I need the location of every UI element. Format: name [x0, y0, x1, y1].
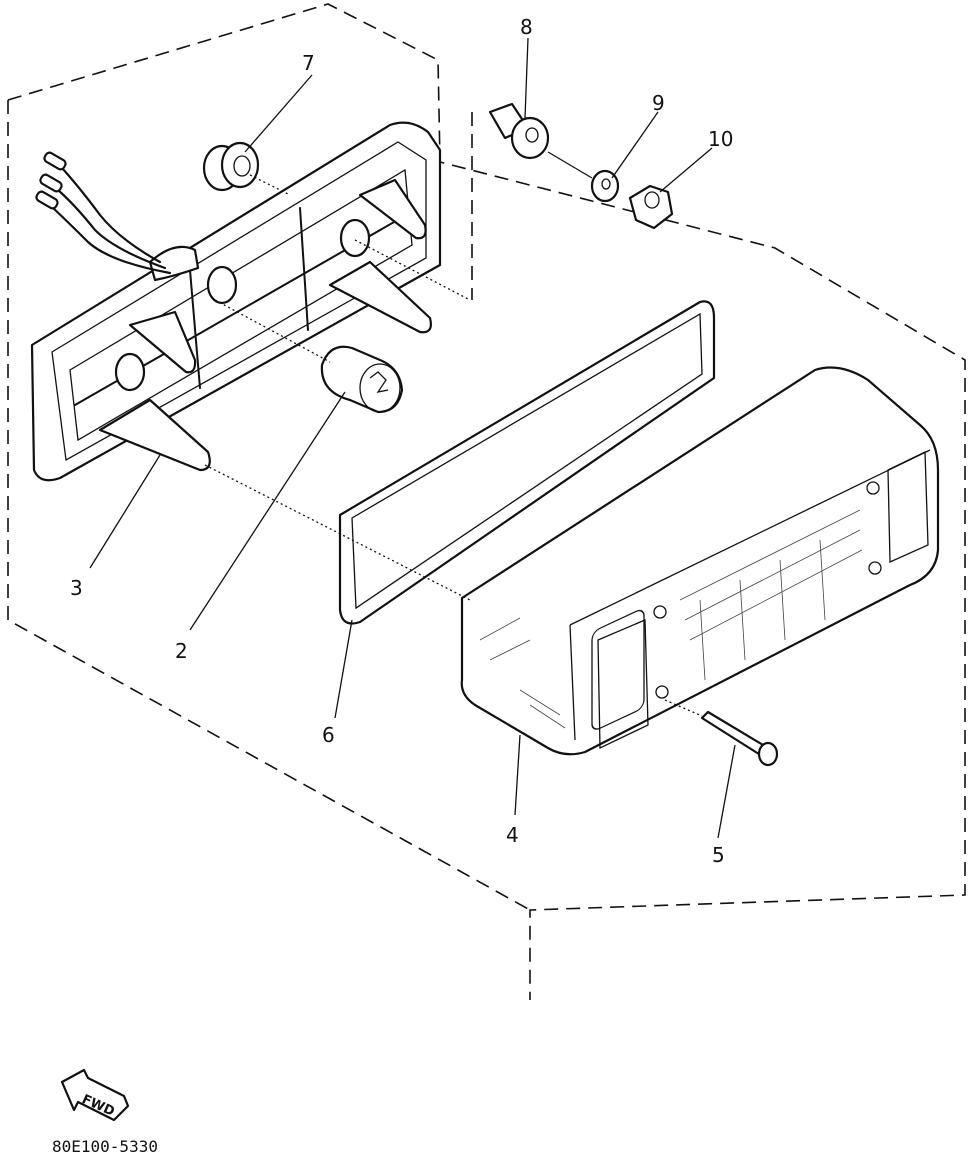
callout-8: 8	[520, 15, 533, 39]
callout-9: 9	[652, 91, 665, 115]
callout-4: 4	[506, 823, 519, 847]
lens-part	[460, 366, 940, 756]
callout-5: 5	[712, 843, 725, 867]
collar-part	[488, 102, 593, 179]
callout-10: 10	[708, 127, 733, 151]
diagram-code: 80E100-5330	[52, 1137, 158, 1156]
callout-7: 7	[302, 51, 315, 75]
assembly-boundary	[7, 3, 966, 1000]
grommet-part	[202, 141, 291, 196]
screw-part	[664, 699, 779, 767]
nut-part	[628, 184, 674, 230]
leader-lines	[89, 37, 736, 839]
washer-part	[590, 169, 620, 203]
callout-6: 6	[322, 723, 335, 747]
callout-3: 3	[70, 576, 83, 600]
lamp-base-housing	[30, 121, 442, 482]
callout-2: 2	[175, 639, 188, 663]
gasket-part	[338, 300, 716, 625]
fwd-arrow-icon: FWD	[60, 1068, 130, 1122]
